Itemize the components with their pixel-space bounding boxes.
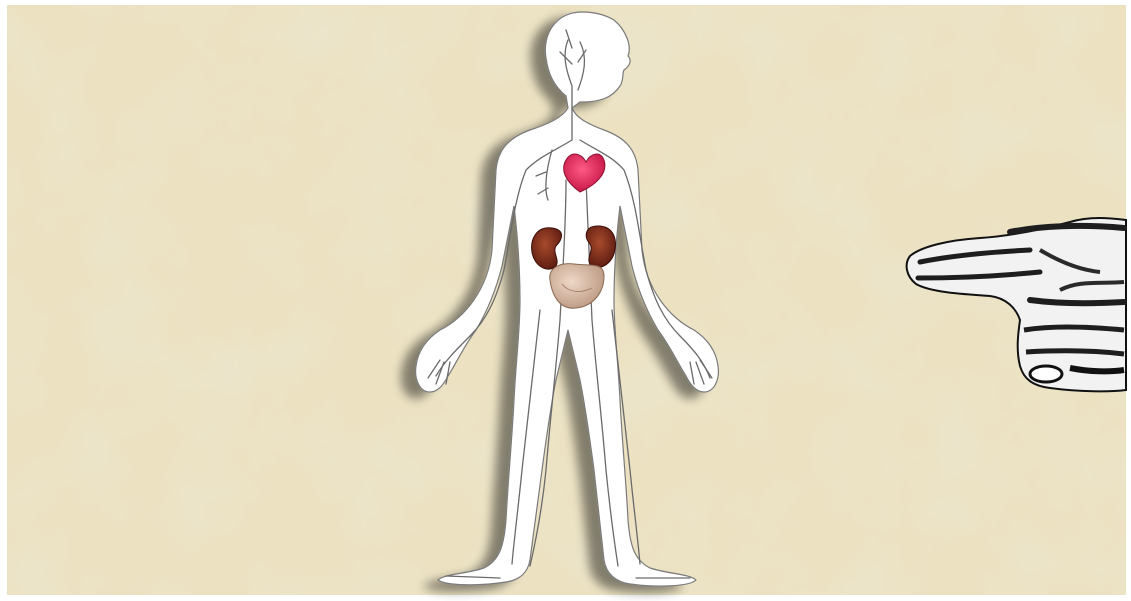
illustration-svg [0,0,1131,601]
illustration-scene [0,0,1131,601]
